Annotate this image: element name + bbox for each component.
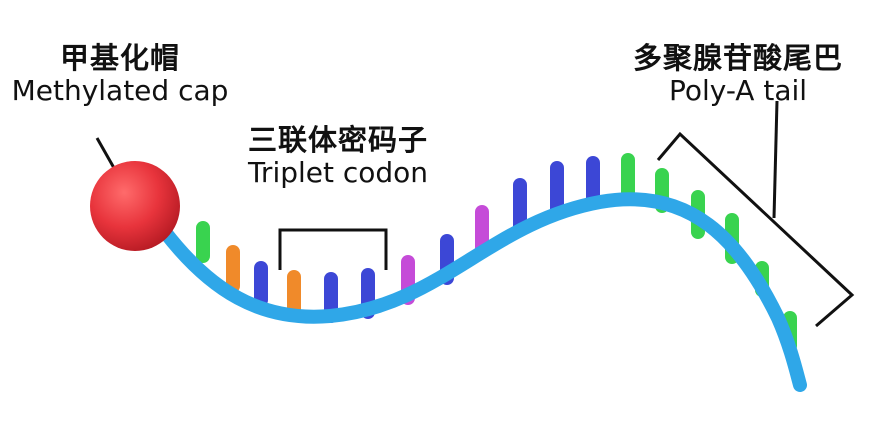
mrna-strand bbox=[158, 192, 807, 392]
polya-pointer-line bbox=[772, 100, 779, 219]
polya-tail-label-zh: 多聚腺苷酸尾巴 bbox=[632, 41, 843, 75]
codon-bracket bbox=[278, 228, 388, 270]
methylated-cap-label: 甲基化帽 Methylated cap bbox=[0, 41, 240, 108]
cap-pointer-line bbox=[95, 137, 116, 169]
polya-tail-label: 多聚腺苷酸尾巴 Poly-A tail bbox=[618, 41, 858, 108]
triplet-codon-label: 三联体密码子 Triplet codon bbox=[228, 123, 448, 190]
methylated-cap-label-en: Methylated cap bbox=[11, 74, 229, 108]
triplet-codon-label-zh: 三联体密码子 bbox=[247, 123, 428, 157]
methylated-cap bbox=[90, 161, 180, 251]
triplet-codon-label-en: Triplet codon bbox=[247, 156, 429, 190]
methylated-cap-label-zh: 甲基化帽 bbox=[59, 41, 180, 75]
polya-tail-label-en: Poly-A tail bbox=[668, 74, 808, 108]
polya-bracket bbox=[656, 131, 855, 328]
